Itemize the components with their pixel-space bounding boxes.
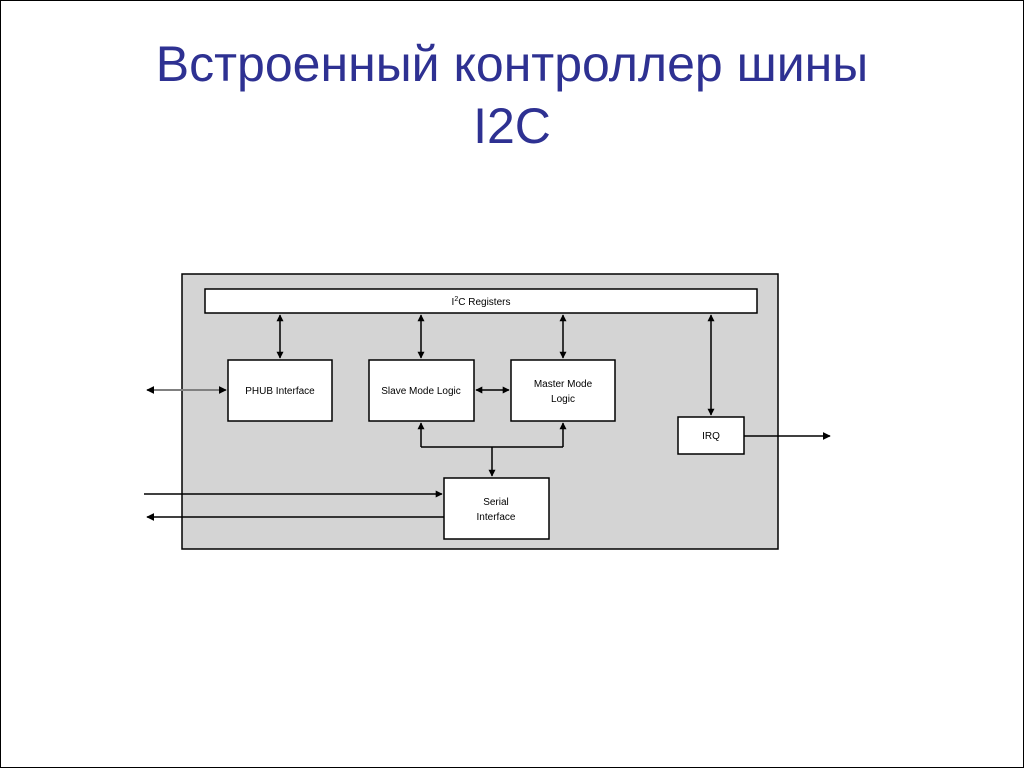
master-label-line-1: Master Mode [534, 379, 593, 390]
irq-block: IRQ [677, 416, 745, 455]
serial-logic-bus [417, 422, 567, 477]
slave-mode-logic-block: Slave Mode Logic [368, 359, 475, 422]
master-mode-logic-block: Master Mode Logic [510, 359, 616, 422]
registers-label-prefix: I [452, 297, 455, 308]
registers-label-suffix: C Registers [458, 297, 510, 308]
master-label-line-2: Logic [551, 394, 575, 405]
registers-label-sup: 2 [454, 296, 458, 303]
title-line-2: I2C [473, 98, 551, 154]
serial-label-line-1: Serial [483, 497, 509, 508]
registers-bar: I2C Registers [204, 288, 758, 314]
serial-label-line-2: Interface [477, 512, 516, 523]
serial-interface-block: Serial Interface [443, 477, 550, 540]
slave-label: Slave Mode Logic [381, 386, 461, 397]
phub-label: PHUB Interface [245, 386, 315, 397]
title-line-1: Встроенный контроллер шины [155, 36, 869, 92]
registers-label: I2C Registers [452, 296, 511, 308]
slide-title: Встроенный контроллер шины I2C [41, 33, 983, 157]
irq-label: IRQ [702, 431, 720, 442]
phub-interface-block: PHUB Interface [227, 359, 333, 422]
